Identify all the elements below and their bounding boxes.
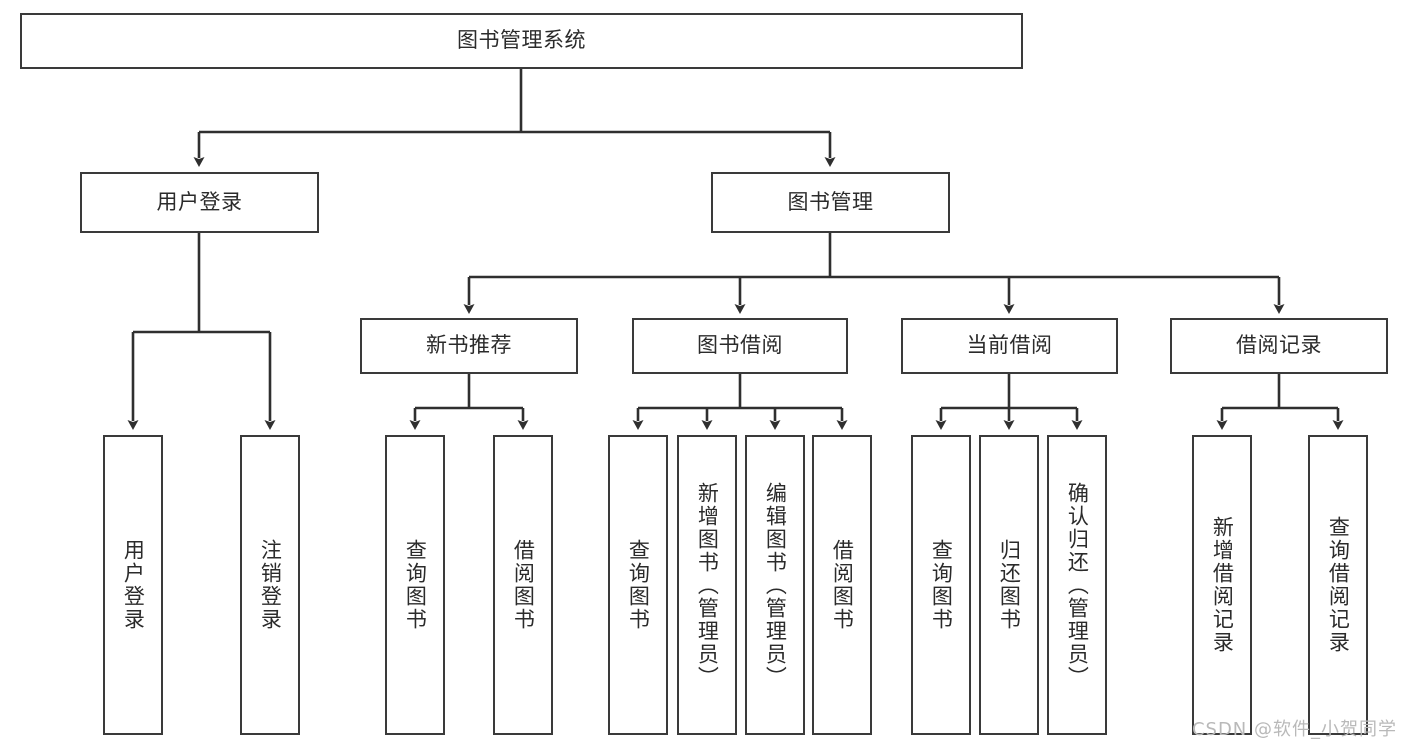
node-label: 查询借阅记录 bbox=[1326, 516, 1351, 654]
node-label: 图书管理 bbox=[787, 189, 874, 214]
node-label: 新书推荐 bbox=[426, 333, 512, 358]
node-label: 图书管理系统 bbox=[457, 28, 586, 53]
leaf-current-borrow-confirm-return-admin[interactable]: 确认归还（管理员） bbox=[1047, 435, 1107, 735]
node-borrow-record[interactable]: 借阅记录 bbox=[1170, 318, 1388, 374]
node-label: 新增图书（管理员） bbox=[695, 481, 720, 689]
leaf-borrow-record-query-record[interactable]: 查询借阅记录 bbox=[1308, 435, 1368, 735]
node-label: 图书借阅 bbox=[697, 333, 783, 358]
node-label: 确认归还（管理员） bbox=[1065, 481, 1090, 689]
node-label: 借阅图书 bbox=[511, 539, 536, 631]
node-label: 新增借阅记录 bbox=[1210, 516, 1235, 654]
node-root-book-management-system[interactable]: 图书管理系统 bbox=[20, 13, 1023, 69]
node-label: 借阅记录 bbox=[1236, 333, 1322, 358]
leaf-new-book-borrow-book[interactable]: 借阅图书 bbox=[493, 435, 553, 735]
node-book-borrow[interactable]: 图书借阅 bbox=[632, 318, 848, 374]
leaf-book-borrow-query-book[interactable]: 查询图书 bbox=[608, 435, 668, 735]
leaf-new-book-query-book[interactable]: 查询图书 bbox=[385, 435, 445, 735]
watermark: CSDN @软件_小贺同学 bbox=[1191, 719, 1397, 740]
node-user-login[interactable]: 用户登录 bbox=[80, 172, 319, 233]
node-book-management[interactable]: 图书管理 bbox=[711, 172, 950, 233]
node-label: 借阅图书 bbox=[830, 539, 855, 631]
leaf-book-borrow-add-book-admin[interactable]: 新增图书（管理员） bbox=[677, 435, 737, 735]
node-label: 用户登录 bbox=[156, 189, 243, 214]
leaf-current-borrow-return-book[interactable]: 归还图书 bbox=[979, 435, 1039, 735]
leaf-book-borrow-edit-book-admin[interactable]: 编辑图书（管理员） bbox=[745, 435, 805, 735]
leaf-user-login-logout[interactable]: 注销登录 bbox=[240, 435, 300, 735]
node-label: 编辑图书（管理员） bbox=[763, 481, 788, 689]
node-label: 当前借阅 bbox=[966, 333, 1053, 358]
leaf-user-login-login[interactable]: 用户登录 bbox=[103, 435, 163, 735]
node-label: 查询图书 bbox=[929, 539, 954, 631]
node-label: 查询图书 bbox=[626, 539, 651, 631]
node-label: 归还图书 bbox=[997, 539, 1022, 631]
node-label: 注销登录 bbox=[258, 539, 283, 631]
leaf-book-borrow-borrow-book[interactable]: 借阅图书 bbox=[812, 435, 872, 735]
node-new-book-recommend[interactable]: 新书推荐 bbox=[360, 318, 578, 374]
leaf-borrow-record-add-record[interactable]: 新增借阅记录 bbox=[1192, 435, 1252, 735]
leaf-current-borrow-query-book[interactable]: 查询图书 bbox=[911, 435, 971, 735]
node-label: 用户登录 bbox=[121, 539, 146, 631]
node-label: 查询图书 bbox=[403, 539, 428, 631]
node-current-borrow[interactable]: 当前借阅 bbox=[901, 318, 1118, 374]
